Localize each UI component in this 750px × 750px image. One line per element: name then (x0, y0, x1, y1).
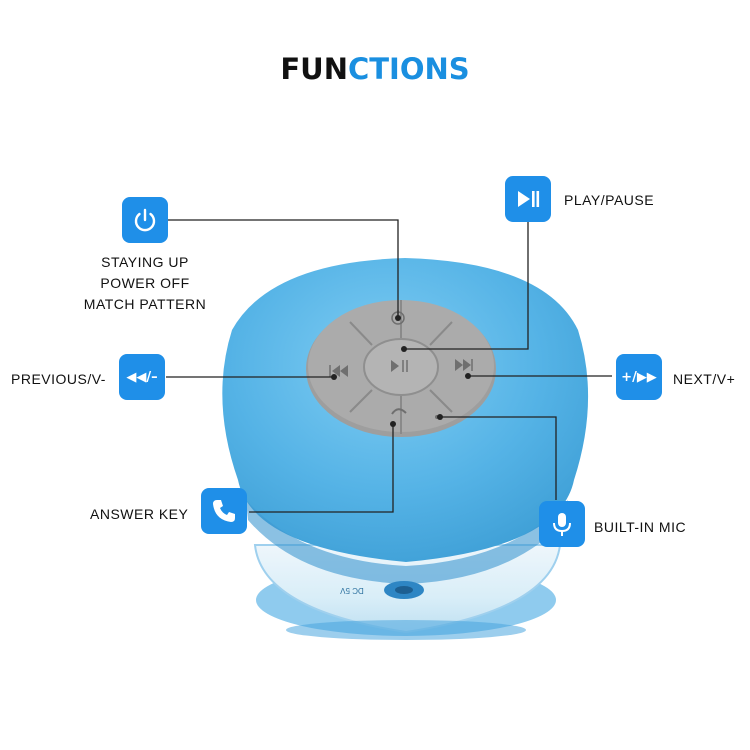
fast-forward-icon-text: +/▶▶ (621, 369, 657, 385)
power-label-line-3: MATCH PATTERN (83, 296, 207, 312)
button-panel (306, 300, 496, 437)
play-pause-label: PLAY/PAUSE (564, 192, 655, 208)
phone-icon (201, 488, 247, 534)
rewind-icon: ◀◀/– (119, 354, 165, 400)
power-label: STAYING UP POWER OFF MATCH PATTERN (70, 252, 220, 315)
callout-lines (166, 218, 612, 513)
power-label-line-2: POWER OFF (100, 275, 190, 291)
mic-label: BUILT-IN MIC (594, 519, 687, 535)
power-icon (122, 197, 168, 243)
port-label: DC 5V (340, 586, 364, 595)
next-label: NEXT/V+ (673, 371, 736, 387)
microphone-icon (539, 501, 585, 547)
line-play (404, 218, 529, 350)
line-power (167, 219, 399, 318)
power-label-line-1: STAYING UP (101, 254, 189, 270)
rewind-icon-text: ◀◀/– (126, 369, 158, 385)
line-answer (249, 424, 394, 513)
previous-label: PREVIOUS/V- (11, 371, 106, 387)
callout-dots (331, 315, 471, 427)
title-part-2: CTIONS (347, 52, 470, 86)
play-pause-icon (505, 176, 551, 222)
page-title: FUNCTIONS (0, 52, 750, 86)
answer-label: ANSWER KEY (90, 506, 189, 522)
charging-port (384, 581, 424, 599)
title-part-1: FUN (280, 52, 348, 86)
line-mic (440, 416, 557, 500)
fast-forward-icon: +/▶▶ (616, 354, 662, 400)
